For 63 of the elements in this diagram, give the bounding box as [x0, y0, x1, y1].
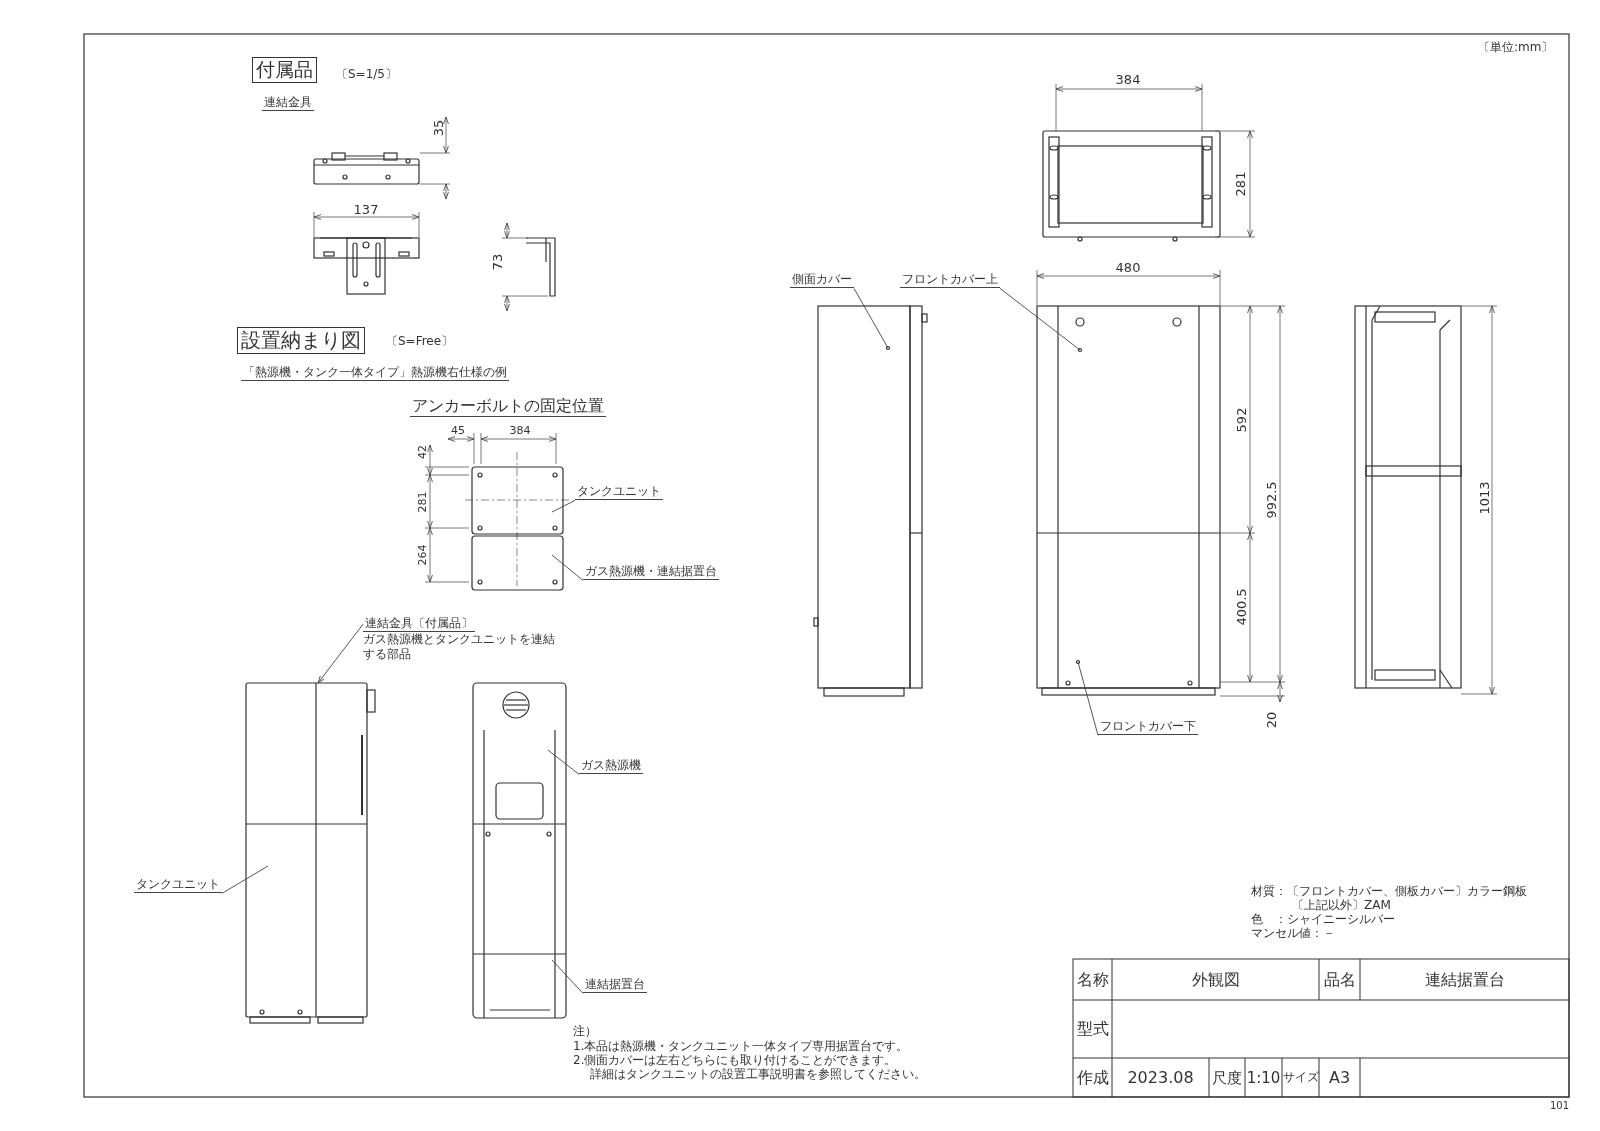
callout-label: 側面カバー [790, 272, 854, 289]
dimension-value: 592 [1234, 407, 1250, 433]
table-value: 2023.08 [1127, 1067, 1194, 1088]
table-value: 外観図 [1191, 969, 1240, 990]
callout-label: 連結据置台 [583, 977, 647, 994]
leader-line [853, 287, 889, 349]
table-header: 型式 [1076, 1019, 1109, 1039]
leader-line [547, 749, 580, 775]
dimension-value: 45 [451, 424, 465, 438]
dimension-value: 1013 [1477, 481, 1493, 515]
material-note: 〔上記以外〕ZAM [1292, 898, 1391, 913]
leader-line [551, 959, 584, 994]
table-value: A3 [1328, 1067, 1351, 1088]
installed-side-view-drawing [245, 682, 376, 1024]
note-text: 詳細はタンクユニットの設置工事説明書を参照してください。 [590, 1067, 926, 1082]
section-heading: 付属品 [256, 58, 313, 80]
view-heading: アンカーボルトの固定位置 [410, 396, 606, 418]
table-value: 1:10 [1246, 1068, 1281, 1087]
scale-note: 〔S=Free〕 [386, 334, 454, 349]
table-header: 作成 [1076, 1067, 1109, 1088]
callout-label: 連結金具〔付属品〕 [363, 616, 475, 633]
dimension-value: 264 [416, 544, 430, 566]
callout-description: ガス熱源機とタンクユニットを連結する部品 [363, 632, 556, 662]
unit-note: 〔単位:mm〕 [1478, 40, 1554, 55]
table-header: 尺度 [1212, 1068, 1242, 1087]
dimension-value: 384 [1115, 72, 1141, 88]
callout-label: フロントカバー上 [900, 272, 1000, 289]
example-caption: 「熱源機・タンク一体タイプ」熱源機右仕様の例 [241, 365, 509, 382]
leader-line [999, 287, 1081, 351]
color-note: 色 ：シャイニーシルバー [1251, 912, 1395, 927]
dimension-value: 42 [416, 445, 430, 459]
table-value: 連結据置台 [1424, 969, 1505, 990]
dimension-value: 281 [416, 491, 430, 513]
section-heading: 設置納まり図 [241, 328, 361, 352]
sheet-number: 101 [1550, 1100, 1570, 1112]
leader-line [551, 499, 576, 513]
munsell-note: マンセル値：－ [1251, 926, 1335, 941]
dimension-value: 480 [1115, 260, 1141, 276]
table-header: 品名 [1323, 969, 1356, 990]
leader-line [551, 554, 584, 581]
scale-note: 〔S=1/5〕 [336, 67, 397, 82]
callout-label: ガス熱源機・連結据置台 [583, 564, 719, 581]
table-header: サイズ [1282, 1070, 1319, 1085]
callout-label: タンクユニット [575, 484, 663, 501]
callout-label: フロントカバー下 [1098, 719, 1198, 736]
leader-line [1077, 661, 1099, 736]
dimension-value: 400.5 [1234, 588, 1250, 626]
table-header: 名称 [1076, 969, 1109, 990]
dimension-value: 384 [509, 424, 531, 438]
dimension-value: 73 [490, 253, 506, 271]
note-heading: 注） [573, 1024, 597, 1039]
leader-line [221, 865, 269, 894]
dimension-value: 281 [1233, 171, 1249, 197]
dimension-value: 35 [431, 119, 447, 137]
dimension-value: 992.5 [1264, 481, 1280, 519]
material-note: 材質：〔フロントカバー、側板カバー〕カラー鋼板 [1251, 884, 1527, 899]
part-heading: 連結金具 [262, 95, 314, 112]
dimension-value: 20 [1264, 711, 1280, 729]
callout-label: ガス熱源機 [579, 758, 643, 775]
callout-label: タンクユニット [134, 877, 222, 894]
note-text: 2.側面カバーは左右どちらにも取り付けることができます。 [573, 1053, 897, 1068]
note-text: 1.本品は熱源機・タンクユニット一体タイプ専用据置台です。 [573, 1039, 909, 1054]
dimension-value: 137 [353, 202, 379, 218]
